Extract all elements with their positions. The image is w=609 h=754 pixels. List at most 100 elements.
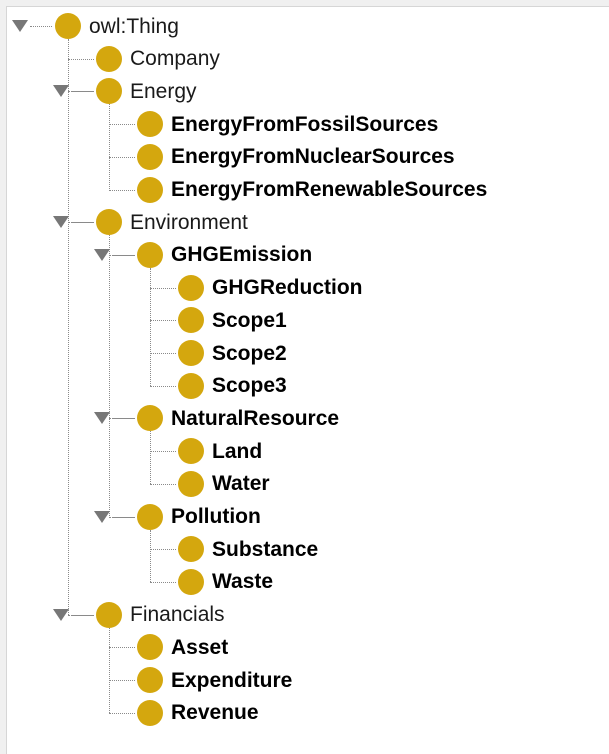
tree-node-environment[interactable]: Environment	[96, 206, 248, 238]
class-circle-icon	[178, 568, 204, 595]
class-circle-icon	[137, 176, 163, 203]
class-circle-icon	[178, 372, 204, 399]
tree-connector	[30, 26, 52, 27]
tree-node-label: Asset	[171, 635, 229, 659]
tree-node-label: EnergyFromFossilSources	[171, 112, 439, 136]
collapse-arrow-icon[interactable]	[94, 412, 110, 425]
tree-node-label: Expenditure	[171, 668, 293, 692]
tree-connector	[109, 124, 135, 126]
tree-connector	[71, 614, 93, 616]
tree-node-label: Energy	[130, 79, 197, 103]
tree-connector	[112, 418, 134, 420]
tree-node-natural-resource[interactable]: NaturalResource	[137, 402, 339, 434]
tree-node-label: Scope3	[212, 374, 287, 398]
tree-connector	[150, 431, 151, 484]
tree-node-expenditure[interactable]: Expenditure	[137, 664, 292, 696]
tree-node-label: Land	[212, 439, 263, 463]
tree-connector	[68, 58, 94, 60]
class-circle-icon	[96, 209, 122, 236]
class-circle-icon	[137, 143, 163, 170]
class-circle-icon	[96, 601, 122, 628]
tree-connector	[150, 320, 176, 322]
tree-node-waste[interactable]: Waste	[178, 566, 273, 598]
class-circle-icon	[137, 634, 163, 661]
tree-connector	[71, 222, 93, 224]
tree-connector	[112, 516, 134, 518]
tree-connector	[109, 680, 135, 681]
tree-node-label: Waste	[212, 570, 274, 594]
collapse-arrow-icon[interactable]	[53, 608, 69, 621]
tree-node-label: Environment	[130, 210, 248, 234]
tree-node-label: Pollution	[171, 505, 261, 528]
tree-node-label: Scope1	[212, 308, 287, 332]
tree-node-water[interactable]: Water	[178, 468, 270, 500]
tree-node-land[interactable]: Land	[178, 435, 262, 467]
class-circle-icon	[137, 241, 163, 268]
tree-node-asset[interactable]: Asset	[137, 631, 228, 663]
class-circle-icon	[178, 340, 204, 366]
tree-connector	[112, 254, 134, 256]
tree-connector	[109, 712, 135, 714]
tree-node-ghg-reduction[interactable]: GHGReduction	[178, 272, 363, 304]
tree-connector	[71, 91, 93, 93]
tree-connector	[109, 104, 110, 190]
tree-node-energy[interactable]: Energy	[96, 75, 197, 107]
tree-connector	[109, 235, 110, 517]
class-circle-icon	[96, 78, 122, 105]
tree-connector	[150, 483, 176, 485]
tree-node-financials[interactable]: Financials	[96, 599, 225, 631]
collapse-arrow-icon[interactable]	[94, 510, 110, 523]
tree-node-energy-from-renewable-sources[interactable]: EnergyFromRenewableSources	[137, 174, 487, 206]
tree-node-label: Financials	[130, 603, 225, 627]
tree-connector	[150, 529, 151, 582]
tree-node-label: Water	[212, 472, 270, 496]
tree-node-label: GHGReduction	[212, 276, 363, 300]
tree-node-pollution[interactable]: Pollution	[137, 501, 261, 533]
tree-connector	[109, 647, 135, 649]
tree-node-revenue[interactable]: Revenue	[137, 697, 259, 729]
tree-node-ghg-emission[interactable]: GHGEmission	[137, 239, 312, 271]
class-circle-icon	[137, 699, 163, 726]
tree-node-substance[interactable]: Substance	[178, 533, 318, 565]
tree-connector	[150, 549, 176, 551]
tree-node-label: Scope2	[212, 341, 287, 365]
collapse-arrow-icon[interactable]	[53, 216, 69, 229]
tree-node-label: GHGEmission	[171, 243, 313, 267]
collapse-arrow-icon[interactable]	[53, 85, 69, 98]
class-circle-icon	[178, 470, 204, 497]
class-circle-icon	[137, 405, 163, 432]
tree-node-energy-from-nuclear-sources[interactable]: EnergyFromNuclearSources	[137, 141, 455, 173]
tree-node-scope3[interactable]: Scope3	[178, 370, 287, 402]
tree-node-label: Revenue	[171, 701, 259, 725]
class-circle-icon	[178, 274, 204, 301]
tree-connector	[109, 189, 135, 191]
tree-connector	[68, 39, 69, 615]
tree-node-label: EnergyFromRenewableSources	[171, 178, 488, 201]
tree-connector	[150, 451, 176, 453]
tree-connector	[150, 287, 176, 289]
class-circle-icon	[96, 45, 122, 72]
tree-connector	[150, 353, 176, 354]
tree-node-energy-from-fossil-sources[interactable]: EnergyFromFossilSources	[137, 108, 438, 140]
tree-node-label: owl:Thing	[89, 14, 179, 38]
collapse-arrow-icon[interactable]	[12, 20, 28, 32]
tree-node-owl-thing[interactable]: owl:Thing	[55, 10, 179, 42]
tree-node-scope2[interactable]: Scope2	[178, 337, 287, 369]
tree-node-label: NaturalResource	[171, 406, 340, 430]
class-circle-icon	[178, 536, 204, 563]
tree-node-label: Company	[130, 47, 220, 71]
class-circle-icon	[137, 667, 163, 693]
tree-connector	[150, 267, 151, 386]
tree-node-label: EnergyFromNuclearSources	[171, 145, 455, 169]
tree-connector	[109, 156, 135, 158]
class-circle-icon	[178, 307, 204, 334]
tree-node-company[interactable]: Company	[96, 43, 220, 75]
tree-node-scope1[interactable]: Scope1	[178, 304, 287, 336]
collapse-arrow-icon[interactable]	[94, 248, 110, 261]
class-circle-icon	[178, 438, 204, 465]
tree-node-label: Substance	[212, 537, 319, 561]
class-circle-icon	[55, 13, 81, 39]
class-circle-icon	[137, 503, 163, 530]
tree-connector	[150, 385, 176, 387]
